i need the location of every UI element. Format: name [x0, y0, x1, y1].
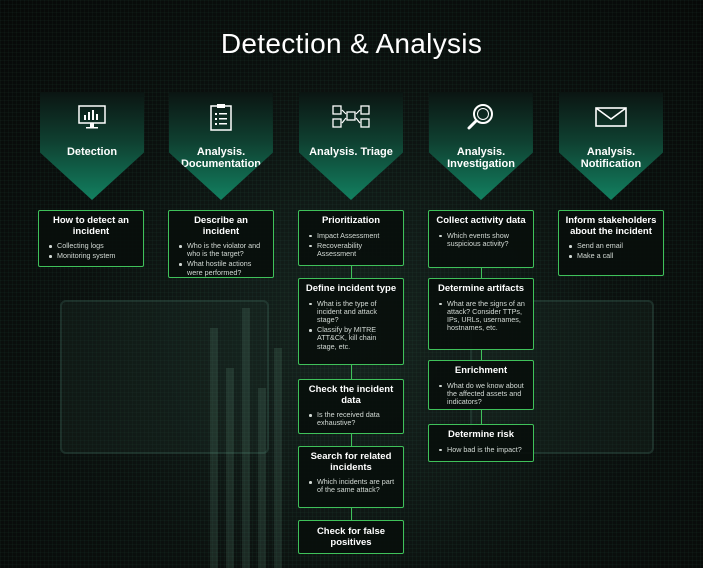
page-title: Detection & Analysis: [220, 28, 483, 59]
step-box-collect-activity-data: Collect activity data Which events show …: [428, 210, 534, 268]
clipboard-icon: [169, 102, 273, 132]
connector-line: [351, 266, 352, 278]
column-label: Analysis. Notification: [580, 146, 642, 170]
step-title: Check for false positives: [316, 526, 386, 548]
step-title: Search for related incidents: [310, 451, 392, 473]
background-bar: [226, 368, 234, 568]
connector-line: [481, 350, 482, 360]
step-title: Determine artifacts: [437, 283, 525, 294]
step-item: How bad is the impact?: [439, 445, 527, 454]
step-box-define-incident-type: Define incident type What is the type of…: [298, 278, 404, 365]
connector-line: [481, 268, 482, 278]
step-box-check-incident-data: Check the incident data Is the received …: [298, 379, 404, 434]
step-title: Define incident type: [305, 283, 397, 294]
magnifier-icon: [429, 102, 533, 132]
background-bar: [274, 348, 282, 568]
step-box-enrichment: Enrichment What do we know about the aff…: [428, 360, 534, 410]
envelope-icon: [559, 102, 663, 132]
step-title: Describe an incident: [194, 215, 248, 237]
step-box-prioritization: Prioritization Impact Assessment Recover…: [298, 210, 404, 266]
column-label: Analysis. Investigation: [447, 146, 515, 170]
sort-squares-icon: [299, 102, 403, 132]
background-monitor-left: [60, 300, 269, 454]
step-item: What is the type of incident and attack …: [309, 299, 397, 325]
step-title: Collect activity data: [436, 215, 526, 226]
step-item: Make a call: [569, 251, 657, 260]
step-item: Send an email: [569, 241, 657, 250]
step-item: Recoverability Assessment: [309, 241, 397, 258]
step-box-determine-risk: Determine risk How bad is the impact?: [428, 424, 534, 462]
step-item: Which incidents are part of the same att…: [309, 477, 397, 494]
step-item: Is the received data exhaustive?: [309, 410, 397, 427]
background-bar: [258, 388, 266, 568]
column-label: Analysis. Triage: [309, 146, 393, 158]
step-item: What hostile actions were performed?: [179, 260, 267, 276]
column-label: Detection: [66, 146, 118, 158]
step-box-check-false-positives: Check for false positives: [298, 520, 404, 554]
step-box-determine-artifacts: Determine artifacts What are the signs o…: [428, 278, 534, 350]
step-box-inform-stakeholders: Inform stakeholders about the incident S…: [558, 210, 664, 276]
step-title: How to detect an incident: [52, 215, 129, 237]
step-title: Enrichment: [454, 365, 508, 376]
step-box-how-to-detect: How to detect an incident Collecting log…: [38, 210, 144, 267]
step-title: Check the incident data: [308, 384, 394, 406]
connector-line: [481, 410, 482, 424]
step-item: Classify by MITRE ATT&CK, kill chain sta…: [309, 326, 397, 351]
step-item: Which events show suspicious activity?: [439, 231, 527, 248]
step-title: Determine risk: [447, 429, 514, 440]
step-box-search-related-incidents: Search for related incidents Which incid…: [298, 446, 404, 508]
step-item: Impact Assessment: [309, 231, 397, 240]
step-item: Collecting logs: [49, 241, 137, 250]
step-item: What do we know about the affected asset…: [439, 381, 527, 407]
step-box-describe-incident: Describe an incident Who is the violator…: [168, 210, 274, 278]
background-bar: [210, 328, 218, 568]
step-item: Monitoring system: [49, 251, 137, 260]
monitor-chart-icon: [40, 102, 144, 132]
connector-line: [351, 434, 352, 446]
step-item: What are the signs of an attack? Conside…: [439, 299, 527, 333]
step-title: Prioritization: [321, 215, 381, 226]
connector-line: [351, 508, 352, 520]
connector-line: [351, 365, 352, 379]
column-label: Analysis. Documentation: [180, 146, 262, 170]
step-title: Inform stakeholders about the incident: [565, 215, 657, 237]
step-item: Who is the violator and who is the targe…: [179, 241, 267, 258]
background-bar: [242, 308, 250, 568]
